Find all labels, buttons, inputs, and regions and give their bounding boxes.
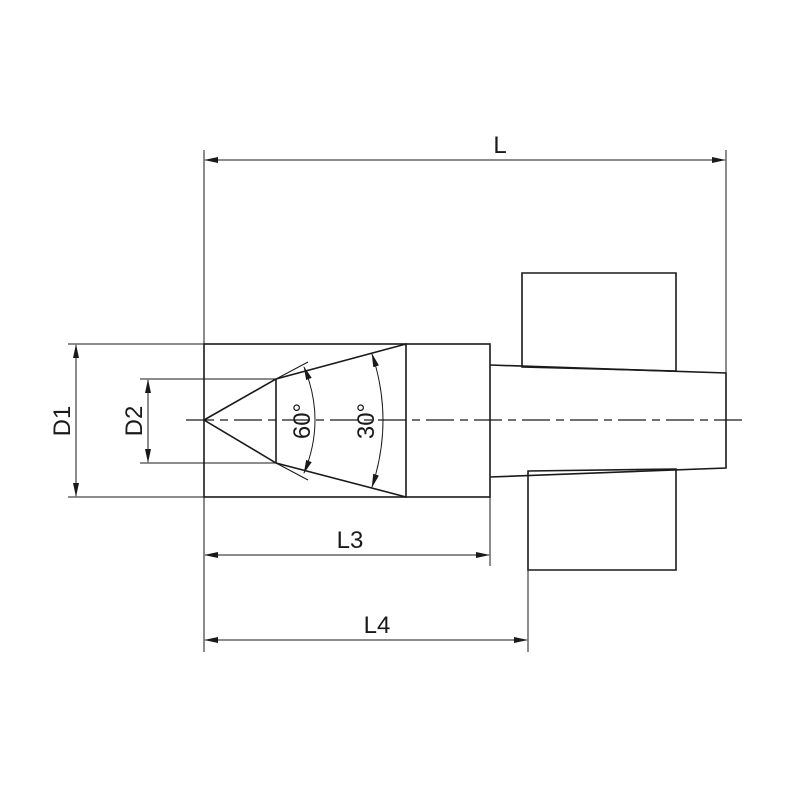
housing-lower [527, 468, 677, 571]
label-D2: D2 [121, 406, 148, 437]
dim-angle-30 [371, 353, 384, 488]
label-angle-60: 60° [289, 403, 316, 439]
label-angle-30: 30° [353, 403, 380, 439]
taper-shank [489, 364, 727, 478]
angle-ext-up [275, 361, 309, 380]
label-D1: D1 [49, 406, 76, 437]
label-L4: L4 [364, 612, 391, 639]
dim-angle-60 [303, 366, 316, 474]
label-L3: L3 [337, 527, 364, 554]
label-L: L [493, 132, 506, 159]
angle-ext-down [275, 462, 309, 481]
housing-upper [521, 272, 677, 372]
